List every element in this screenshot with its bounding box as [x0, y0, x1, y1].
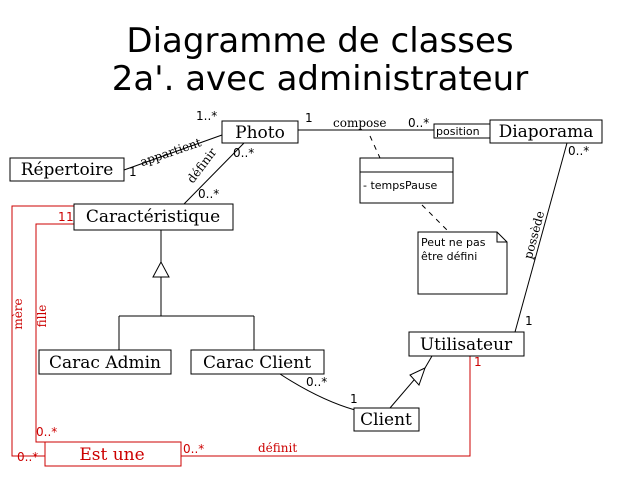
note-line-2: être défini [421, 250, 477, 263]
mult-client-client: 1 [350, 392, 358, 406]
assoc-fille-label: fille [35, 305, 49, 328]
class-carac-admin[interactable]: Carac Admin [38, 349, 172, 375]
assoc-client-carac-line [279, 373, 356, 411]
class-photo-label: Photo [235, 123, 285, 143]
class-utilisateur-label: Utilisateur [420, 335, 513, 355]
assoc-appartient-line [123, 134, 223, 171]
class-utilisateur-box [408, 331, 525, 357]
diagram-title: Diagramme de classes 2a'. avec administr… [0, 22, 640, 98]
mult-compose-diaporama: 0..* [408, 116, 429, 130]
mult-definit-utilisateur: 1 [474, 355, 482, 369]
mult-compose-photo: 1 [305, 111, 313, 125]
class-est-une-box [44, 441, 182, 467]
class-diaporama[interactable]: Diaporama [489, 119, 603, 144]
title-line-1: Diagramme de classes [126, 21, 514, 61]
mult-definit-est-une: 0..* [183, 442, 204, 456]
class-utilisateur[interactable]: Utilisateur [408, 331, 525, 357]
assoc-possede-line [514, 142, 568, 333]
mult-fille-carac: 1 [66, 210, 74, 224]
class-photo[interactable]: Photo [221, 120, 299, 144]
class-client[interactable]: Client [353, 407, 420, 432]
assoc-mere-label: mère [11, 298, 25, 329]
assoc-compose-label: compose [333, 116, 387, 130]
class-repertoire-box [9, 157, 125, 182]
class-caracteristique[interactable]: Caractéristique [73, 203, 234, 231]
class-est-une[interactable]: Est une [44, 441, 182, 467]
class-caracteristique-box [73, 203, 234, 231]
class-client-label: Client [360, 410, 412, 430]
class-caracteristique-label: Caractéristique [86, 207, 220, 227]
class-carac-client-label: Carac Client [203, 353, 311, 373]
note-fold [496, 232, 507, 243]
generalization-client-stub [424, 355, 433, 369]
assoc-class-attribute: - tempsPause [363, 179, 438, 192]
generalization-carac-arrow [152, 260, 170, 278]
class-photo-box [221, 120, 299, 144]
mult-possede-diaporama: 0..* [568, 144, 589, 158]
class-diaporama-box [489, 119, 603, 144]
generalization-client-line [389, 379, 415, 409]
note-link [421, 204, 450, 233]
class-carac-client-box [190, 349, 325, 375]
assoc-mere-line [11, 205, 74, 457]
assoc-definit-label: définit [258, 441, 297, 455]
mult-client-carac: 0..* [306, 375, 327, 389]
generalization-client-arrow [409, 367, 426, 386]
class-repertoire[interactable]: Répertoire [9, 157, 125, 182]
title-line-2: 2a'. avec administrateur [111, 59, 529, 99]
assoc-class-box [359, 157, 454, 204]
mult-possede-utilisateur: 1 [525, 314, 533, 328]
note-box [417, 231, 508, 295]
mult-appartient-repertoire: 1 [129, 165, 137, 179]
class-carac-client[interactable]: Carac Client [190, 349, 325, 375]
assoc-class-link [369, 135, 381, 159]
mult-appartient-photo: 1..* [196, 109, 217, 123]
mult-definir-photo: 0..* [233, 146, 254, 160]
note-line-1: Peut ne pas [421, 236, 486, 249]
mult-fille-est-une: 0..* [36, 425, 57, 439]
assoc-definir-line [183, 142, 245, 205]
qualifier-position: position [436, 125, 480, 138]
assoc-possede-label: possède [521, 209, 547, 260]
mult-mere-carac: 1 [58, 210, 66, 224]
mult-mere-est-une: 0..* [17, 450, 38, 464]
class-repertoire-label: Répertoire [21, 160, 114, 180]
class-carac-admin-box [38, 349, 172, 375]
class-diaporama-label: Diaporama [499, 122, 594, 142]
assoc-fille-line [35, 223, 74, 443]
class-client-box [353, 407, 420, 432]
class-carac-admin-label: Carac Admin [49, 353, 161, 373]
mult-definir-carac: 0..* [198, 187, 219, 201]
class-est-une-label: Est une [79, 445, 144, 465]
assoc-definit-line [181, 356, 471, 457]
